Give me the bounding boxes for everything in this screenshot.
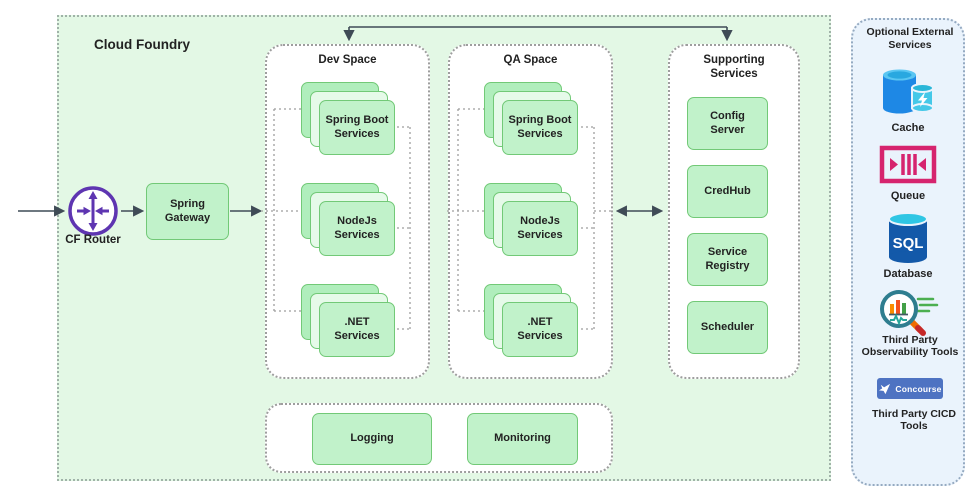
cicd-label: Third Party CICD Tools <box>871 408 956 433</box>
qa-dotnet-box: .NET Services <box>502 302 578 357</box>
cf-router-icon <box>66 184 120 238</box>
cache-label: Cache <box>891 122 925 134</box>
credhub-box: CredHub <box>687 165 768 218</box>
cf-router-label: CF Router <box>65 234 121 246</box>
service-registry-box: Service Registry <box>687 233 768 286</box>
external-services-panel: Optional External Services Cache <box>851 18 965 486</box>
observability-label: Third Party Observability Tools <box>861 334 959 359</box>
supporting-services-title: Supporting Services <box>703 54 765 80</box>
qa-space-title: QA Space <box>503 54 558 66</box>
external-services-title: Optional External Services <box>866 26 954 51</box>
spring-gateway-box: Spring Gateway <box>146 183 229 240</box>
svg-text:SQL: SQL <box>893 235 924 252</box>
monitoring-box: Monitoring <box>467 413 578 465</box>
queue-icon <box>853 144 963 186</box>
queue-label: Queue <box>890 190 926 202</box>
logging-box: Logging <box>312 413 432 465</box>
dev-space-title: Dev Space <box>318 54 377 66</box>
observability-magnifier-icon <box>853 286 963 340</box>
cloud-foundry-title: Cloud Foundry <box>94 37 190 52</box>
concourse-badge: Concourse <box>877 378 943 399</box>
cache-icon <box>853 66 963 118</box>
qa-springboot-box: Spring Boot Services <box>502 100 578 155</box>
config-server-box: Config Server <box>687 97 768 150</box>
concourse-logo-icon <box>878 382 891 395</box>
sql-database-icon: SQL <box>853 210 963 266</box>
dev-springboot-box: Spring Boot Services <box>319 100 395 155</box>
scheduler-box: Scheduler <box>687 301 768 354</box>
qa-nodejs-box: NodeJs Services <box>502 201 578 256</box>
database-label: Database <box>883 268 933 280</box>
dev-dotnet-box: .NET Services <box>319 302 395 357</box>
concourse-badge-label: Concourse <box>895 383 942 394</box>
dev-nodejs-box: NodeJs Services <box>319 201 395 256</box>
